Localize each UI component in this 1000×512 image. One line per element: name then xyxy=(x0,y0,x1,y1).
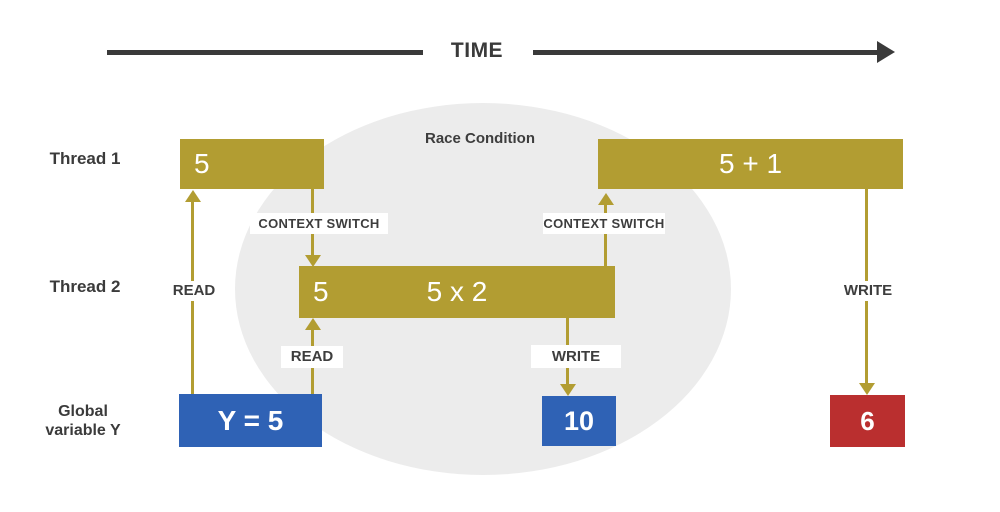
context-switch2-arrowhead-up-icon xyxy=(598,193,614,205)
read2-label: READ xyxy=(281,346,343,368)
global-variable-label-line2: variable Y xyxy=(45,422,121,439)
global-value-intermediate-box: 10 xyxy=(542,396,616,446)
thread2-bar-value: 5 xyxy=(313,276,329,307)
thread1-label: Thread 1 xyxy=(49,149,121,168)
global-variable-label-line1: Global xyxy=(58,403,108,420)
context-switch2-arrow-line xyxy=(604,205,607,266)
write1-label: WRITE xyxy=(833,281,903,301)
global-value-final-box: 6 xyxy=(830,395,905,447)
thread2-bar: 5 5 x 2 xyxy=(299,266,615,318)
thread2-bar-operation: 5 x 2 xyxy=(426,276,488,307)
write2-arrowhead-down-icon xyxy=(560,384,576,396)
global-variable-label: Global variable Y xyxy=(28,402,138,440)
read1-arrowhead-up-icon xyxy=(185,190,201,202)
context-switch1-label: CONTEXT SWITCH xyxy=(250,213,388,234)
thread2-label: Thread 2 xyxy=(49,277,121,296)
write2-label: WRITE xyxy=(531,345,621,368)
thread1-bar-segment2: 5 + 1 xyxy=(598,139,903,189)
read1-label: READ xyxy=(164,281,224,301)
time-arrow-right-icon xyxy=(877,41,895,63)
context-switch2-label: CONTEXT SWITCH xyxy=(543,213,665,234)
race-condition-title: Race Condition xyxy=(424,130,535,147)
thread1-bar-segment1: 5 xyxy=(180,139,324,189)
time-axis-line-right xyxy=(533,50,877,55)
time-axis-line-left xyxy=(107,50,423,55)
write1-arrowhead-down-icon xyxy=(859,383,875,395)
global-value-initial-box: Y = 5 xyxy=(179,394,322,447)
read2-arrowhead-up-icon xyxy=(305,318,321,330)
context-switch1-arrowhead-down-icon xyxy=(305,255,321,267)
time-axis-label: TIME xyxy=(450,39,504,62)
